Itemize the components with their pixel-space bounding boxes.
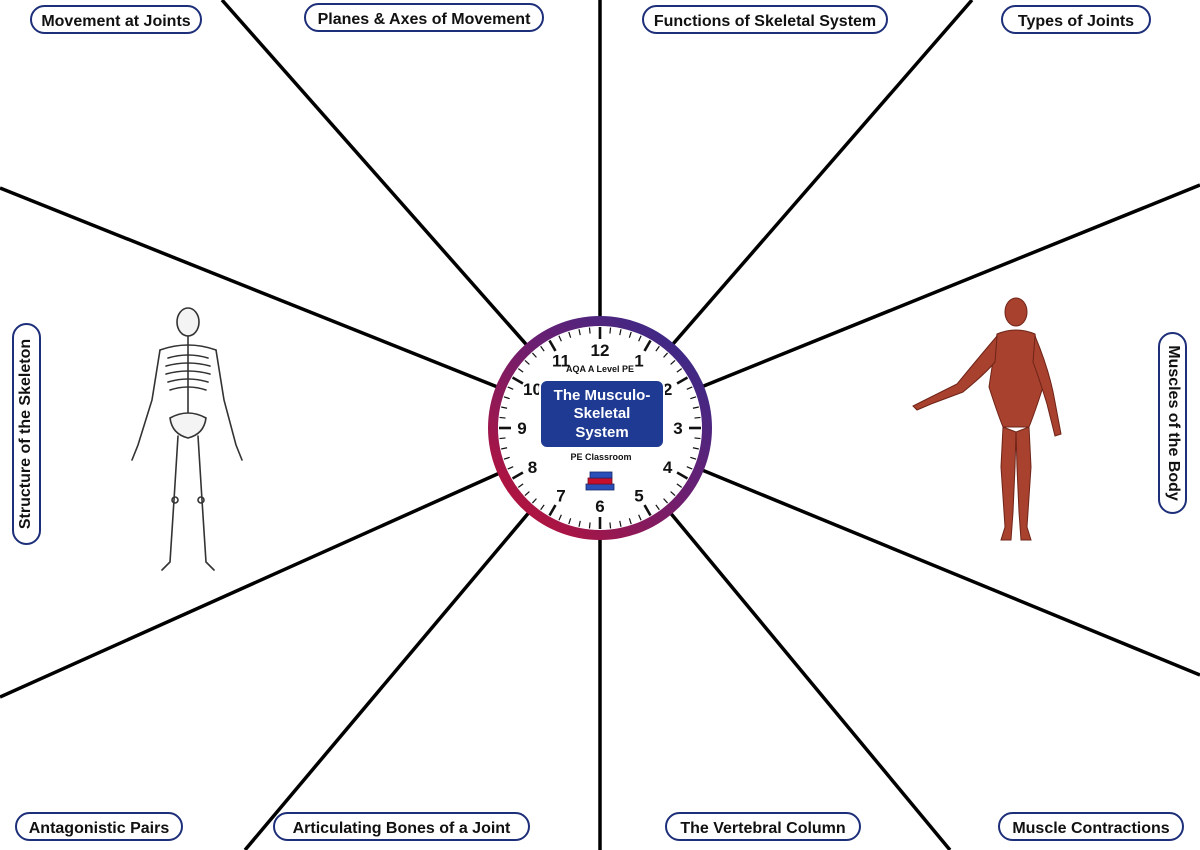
clock-hour-tick bbox=[548, 339, 557, 352]
clock-minute-tick bbox=[638, 514, 642, 521]
clock-number: 1 bbox=[634, 351, 643, 370]
clock-number: 2 bbox=[663, 380, 672, 399]
clock-minute-tick bbox=[578, 520, 581, 527]
clock-minute-tick bbox=[503, 396, 510, 400]
clock-number: 11 bbox=[552, 351, 570, 370]
clock-minute-tick bbox=[540, 504, 545, 511]
clock-minute-tick bbox=[638, 335, 642, 342]
topic-antagonistic-pairs: Antagonistic Pairs bbox=[15, 812, 183, 841]
clock-minute-tick bbox=[692, 406, 699, 409]
clock-minute-tick bbox=[558, 335, 562, 342]
clock-minute-tick bbox=[692, 447, 699, 450]
topic-functions-skeletal: Functions of Skeletal System bbox=[642, 5, 888, 34]
clock-number: 6 bbox=[595, 497, 604, 516]
clock-minute-tick bbox=[686, 466, 693, 470]
clock-minute-tick bbox=[694, 437, 701, 440]
clock-minute-tick bbox=[609, 327, 612, 334]
clock-number: 9 bbox=[517, 419, 526, 438]
clock-number: 3 bbox=[673, 419, 682, 438]
clock-minute-tick bbox=[507, 386, 514, 390]
books-icon bbox=[585, 471, 615, 491]
clock-minute-tick bbox=[686, 386, 693, 390]
clock-top-text: AQA A Level PE bbox=[566, 364, 634, 374]
clock-minute-tick bbox=[503, 456, 510, 460]
clock-minute-tick bbox=[531, 498, 537, 504]
skeleton-illustration bbox=[131, 307, 243, 571]
clock-title-line-1: The Musculo- bbox=[554, 387, 651, 404]
clock-minute-tick bbox=[501, 447, 508, 450]
clock-minute-tick bbox=[540, 345, 545, 352]
clock-minute-tick bbox=[588, 327, 591, 334]
clock-number: 5 bbox=[634, 487, 643, 506]
clock-minute-tick bbox=[517, 368, 524, 373]
clock-minute-tick bbox=[517, 483, 524, 488]
clock-minute-tick bbox=[694, 416, 701, 419]
clock-minute-tick bbox=[558, 514, 562, 521]
clock-minute-tick bbox=[568, 331, 572, 338]
clock-minute-tick bbox=[501, 406, 508, 409]
topic-muscles-body: Muscles of the Body bbox=[1158, 332, 1187, 514]
clock-hour-tick bbox=[676, 471, 689, 480]
clock-hour-tick bbox=[676, 376, 689, 385]
clock-minute-tick bbox=[676, 483, 683, 488]
topic-muscle-contractions: Muscle Contractions bbox=[998, 812, 1184, 841]
topic-structure-skeleton: Structure of the Skeleton bbox=[12, 323, 41, 545]
clock-minute-tick bbox=[531, 352, 537, 358]
clock-minute-tick bbox=[499, 437, 506, 440]
clock-hour-tick bbox=[511, 471, 524, 480]
clock-minute-tick bbox=[609, 522, 612, 529]
clock-minute-tick bbox=[670, 491, 676, 497]
clock-minute-tick bbox=[690, 396, 697, 400]
clock-minute-tick bbox=[619, 329, 622, 336]
topic-types-of-joints: Types of Joints bbox=[1001, 5, 1151, 34]
clock-minute-tick bbox=[655, 345, 660, 352]
clock-minute-tick bbox=[676, 368, 683, 373]
clock-minute-tick bbox=[588, 522, 591, 529]
clock-title-line-2: Skeletal bbox=[574, 405, 631, 422]
clock-title-line-3: System bbox=[575, 424, 628, 441]
clock-number: 7 bbox=[556, 487, 565, 506]
clock-minute-tick bbox=[578, 329, 581, 336]
clock-minute-tick bbox=[568, 518, 572, 525]
clock-minute-tick bbox=[524, 491, 530, 497]
muscle-anatomy-illustration bbox=[912, 297, 1062, 541]
topic-articulating-bones: Articulating Bones of a Joint bbox=[273, 812, 530, 841]
topic-planes-axes: Planes & Axes of Movement bbox=[304, 3, 544, 32]
clock-minute-tick bbox=[670, 359, 676, 365]
clock-minute-tick bbox=[524, 359, 530, 365]
clock-number: 8 bbox=[528, 458, 537, 477]
clock-number: 4 bbox=[663, 458, 673, 477]
clock-minute-tick bbox=[690, 456, 697, 460]
topic-vertebral-column: The Vertebral Column bbox=[665, 812, 861, 841]
clock-minute-tick bbox=[628, 518, 632, 525]
clock-minute-tick bbox=[619, 520, 622, 527]
clock-minute-tick bbox=[655, 504, 660, 511]
clock-minute-tick bbox=[628, 331, 632, 338]
clock-hour-tick bbox=[548, 504, 557, 517]
clock-number: 12 bbox=[591, 341, 610, 360]
clock-hour-tick bbox=[643, 504, 652, 517]
clock-minute-tick bbox=[499, 416, 506, 419]
clock-minute-tick bbox=[663, 352, 669, 358]
clock-title-box bbox=[539, 379, 665, 449]
topic-movement-at-joints: Movement at Joints bbox=[30, 5, 202, 34]
clock-hour-tick bbox=[643, 339, 652, 352]
clock-minute-tick bbox=[507, 466, 514, 470]
clock-minute-tick bbox=[663, 498, 669, 504]
clock-number: 10 bbox=[523, 380, 542, 399]
clock-hour-tick bbox=[511, 376, 524, 385]
clock-bottom-text: PE Classroom bbox=[570, 452, 631, 462]
